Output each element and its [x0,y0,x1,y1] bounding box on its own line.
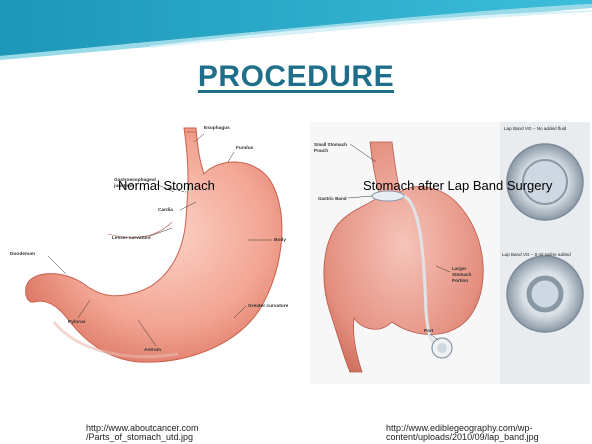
header-swoosh [0,0,592,60]
label-larger: Larger [452,266,466,271]
label-lesser-curvature: Lesser curvature [112,236,151,241]
label-small-stomach: Small Stomach [314,142,347,147]
label-cardia: Cardia [158,208,173,213]
label-fundus: Fundus [236,146,253,151]
lap-band-figure: Small Stomach Pouch Gastric Band Larger … [310,122,590,384]
source-url-right-line2: content/uploads/2010/09/lap_band.jpg [386,433,539,442]
label-duodenum: Duodenum [10,252,35,257]
caption-lap-band: Stomach after Lap Band Surgery [363,178,552,193]
label-gastric-band: Gastric Band [318,196,347,201]
source-url-right: http://www.ediblegeography.com/wp- conte… [386,424,539,442]
label-greater-curvature: Greater curvature [248,304,288,309]
caption-normal-stomach: Normal Stomach [118,178,215,193]
label-antrum: Antrum [144,348,161,353]
source-url-left: http://www.aboutcancer.com /Parts_of_sto… [86,424,199,442]
source-url-left-line2: /Parts_of_stomach_utd.jpg [86,433,199,442]
slide-title: PROCEDURE [0,60,592,94]
label-port: Port [424,328,433,333]
label-pylorus: Pylorus [68,320,86,325]
label-ring-no-fluid: Lap Band VG – No added fluid [504,126,566,131]
stomach-illustration [8,122,308,384]
label-pouch: Pouch [314,148,328,153]
label-body: Body [274,238,286,243]
label-ring-saline: Lap Band VG – 8 ml saline added [502,252,571,257]
normal-stomach-figure: Esophagus Fundus Gastroesophageal juncti… [8,122,308,384]
label-portion: Portion [452,278,468,283]
label-stomach: Stomach [452,272,471,277]
label-esophagus: Esophagus [204,126,230,131]
